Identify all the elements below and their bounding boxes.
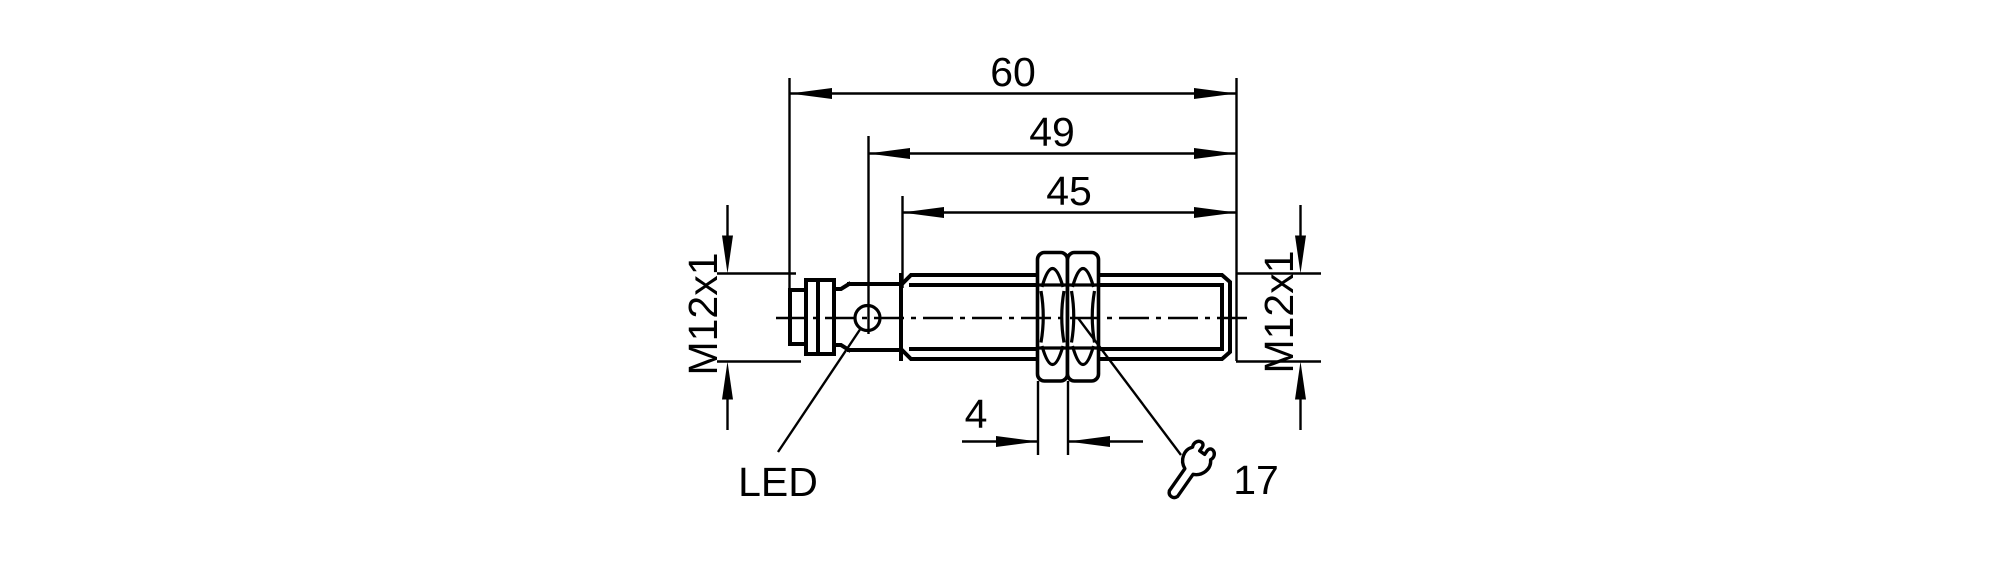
arrowhead-45-left	[902, 207, 944, 218]
wrench-leader-line	[1077, 317, 1182, 456]
dimension-thread-right: M12x1	[1236, 205, 1321, 430]
dimension-60: 60	[788, 49, 1238, 361]
wrench-size-label: 17	[1233, 457, 1279, 503]
arrowhead-4-left	[996, 436, 1038, 447]
dim-4-label: 4	[965, 391, 988, 437]
arrowhead-m12-left-top	[722, 235, 733, 274]
arrowhead-m12-right-top	[1295, 235, 1306, 274]
led-label: LED	[738, 459, 818, 505]
thread-right-label: M12x1	[1256, 250, 1302, 373]
led-callout: LED	[738, 327, 862, 505]
lock-nut-1	[1035, 250, 1070, 383]
dim-60-label: 60	[990, 49, 1036, 95]
sensor-body	[776, 250, 1253, 383]
dimension-thread-left: M12x1	[680, 205, 801, 430]
dimension-49: 49	[867, 109, 1236, 334]
open-end-wrench-icon	[1167, 439, 1217, 500]
dimension-45: 45	[901, 168, 1236, 288]
wrench-callout: 17	[1077, 317, 1279, 503]
arrowhead-45-right	[1194, 207, 1236, 218]
thread-left-label: M12x1	[680, 252, 726, 375]
arrowhead-60-left	[790, 88, 832, 99]
led-leader-line	[777, 327, 862, 453]
lock-nut-2	[1065, 250, 1101, 383]
dimension-nut-4: 4	[962, 381, 1143, 455]
dim-49-label: 49	[1029, 109, 1075, 155]
arrowhead-m12-left-bottom	[722, 361, 733, 400]
arrowhead-49-left	[868, 148, 910, 159]
arrowhead-49-right	[1194, 148, 1236, 159]
arrowhead-m12-right-bottom	[1295, 361, 1306, 400]
arrowhead-4-right	[1068, 436, 1110, 447]
arrowhead-60-right	[1194, 88, 1236, 99]
dim-45-label: 45	[1046, 168, 1092, 214]
